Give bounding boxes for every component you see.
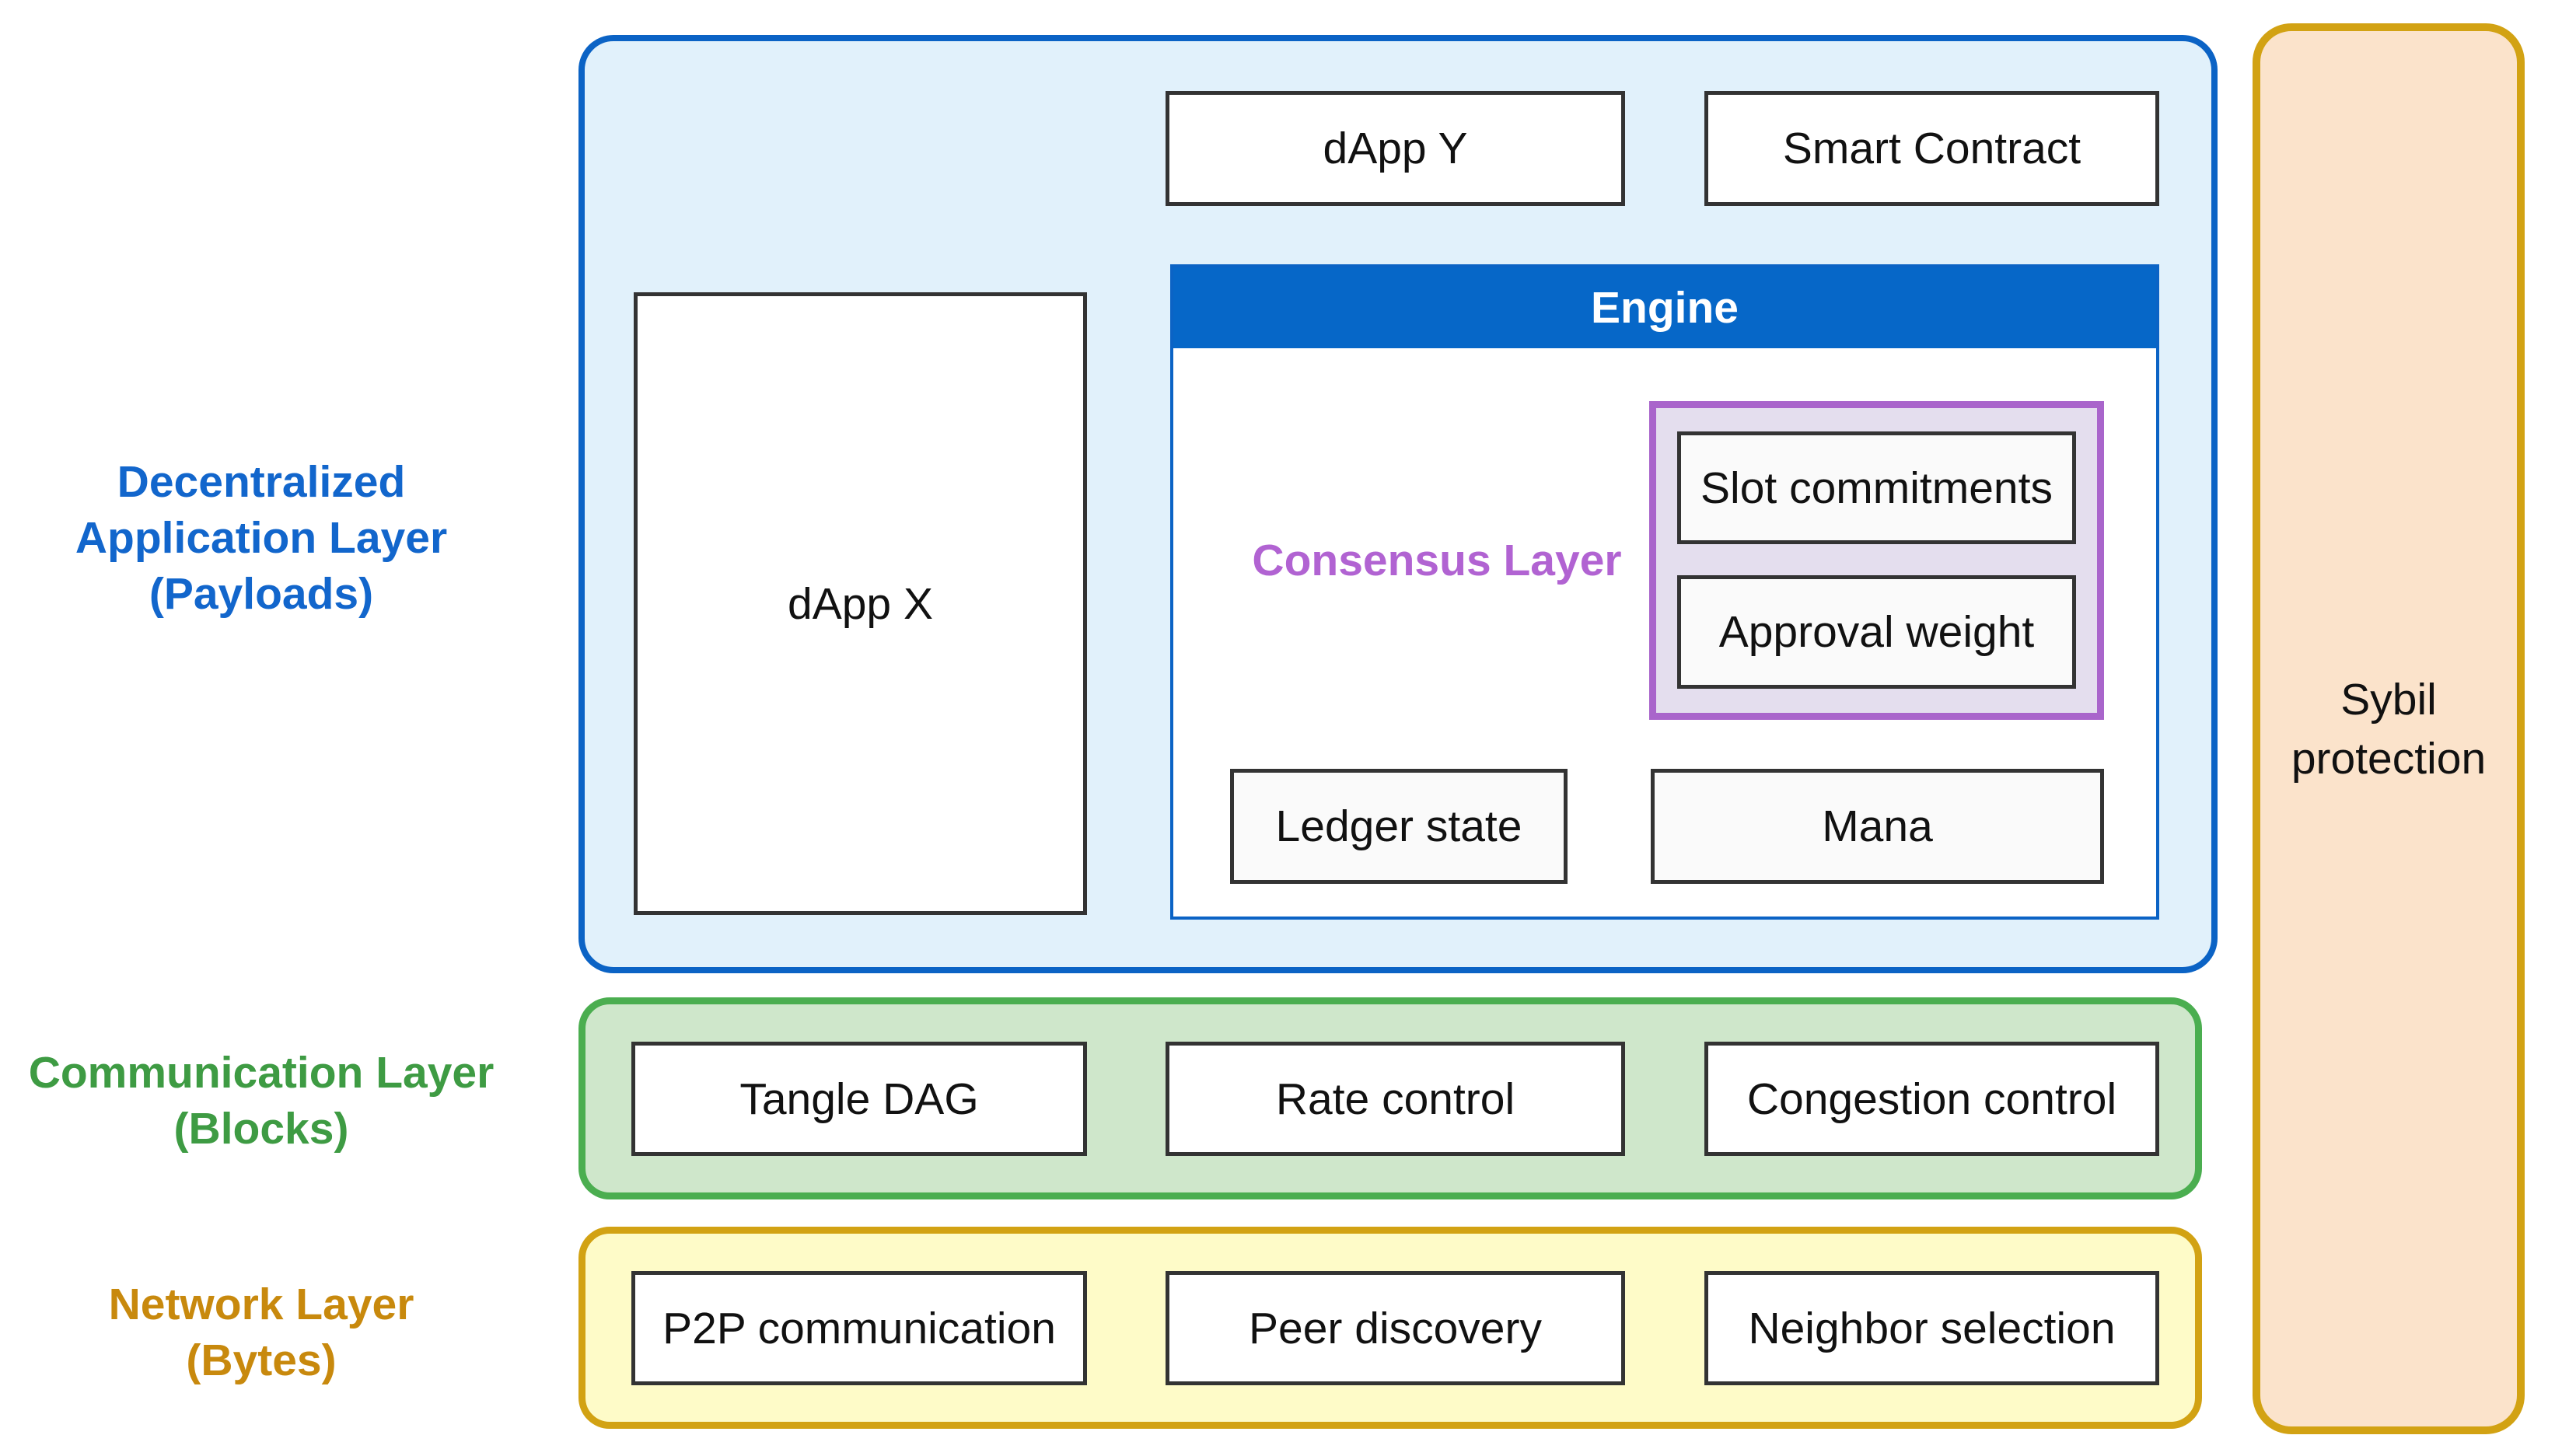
consensus-layer-label: Consensus Layer [1252,536,1622,585]
engine-header: Engine [1173,267,2156,348]
smart-contract-box: Smart Contract [1704,91,2159,206]
engine-panel: Engine Consensus Layer Slot commitments … [1170,264,2159,920]
label-network-layer: Network Layer (Bytes) [108,1280,414,1385]
ledger-state-box: Ledger state [1230,769,1568,884]
approval-weight-box: Approval weight [1677,575,2076,689]
application-layer-container: dApp Y Smart Contract dApp X Engine Cons… [578,35,2218,973]
dapp-y-box: dApp Y [1166,91,1625,206]
mana-box: Mana [1651,769,2104,884]
communication-layer-container: Tangle DAG Rate control Congestion contr… [578,997,2202,1199]
peer-discovery-box: Peer discovery [1166,1271,1625,1385]
p2p-communication-box: P2P communication [631,1271,1087,1385]
consensus-layer-group: Slot commitments Approval weight [1649,401,2104,720]
label-decentralized-application-layer: Decentralized Application Layer (Payload… [75,457,448,619]
network-layer-container: P2P communication Peer discovery Neighbo… [578,1227,2202,1429]
label-communication-layer: Communication Layer (Blocks) [28,1048,495,1154]
dapp-x-box: dApp X [634,292,1087,915]
sybil-protection-panel: Sybil protection [2253,23,2525,1434]
neighbor-selection-box: Neighbor selection [1704,1271,2159,1385]
slot-commitments-box: Slot commitments [1677,431,2076,544]
congestion-control-box: Congestion control [1704,1042,2159,1156]
rate-control-box: Rate control [1166,1042,1625,1156]
tangle-dag-box: Tangle DAG [631,1042,1087,1156]
